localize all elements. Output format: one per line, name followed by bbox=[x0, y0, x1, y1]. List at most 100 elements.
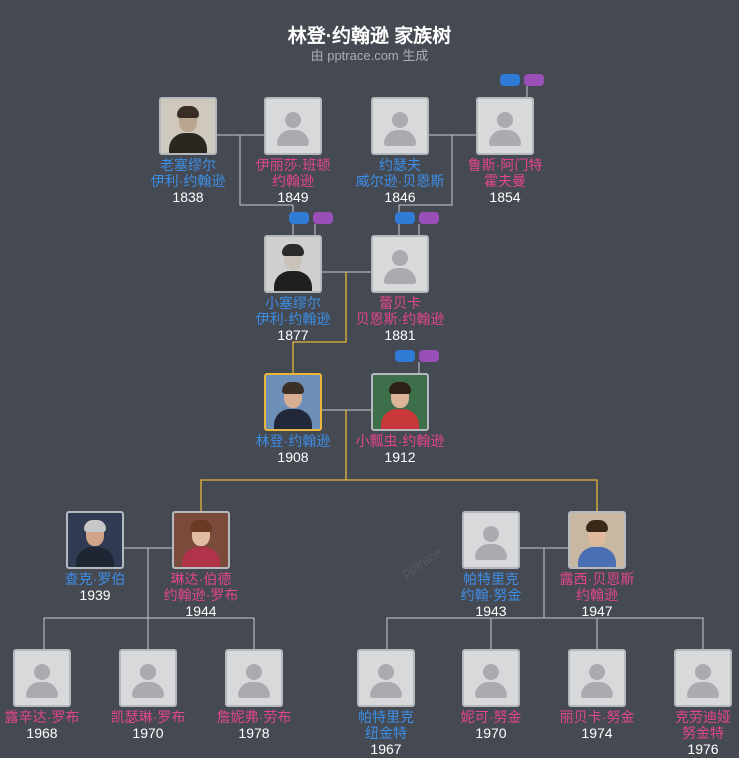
birth-year: 1976 bbox=[687, 741, 719, 757]
person-name[interactable]: 凯瑟琳·罗布 bbox=[110, 709, 186, 725]
person-name[interactable]: 琳达·伯德 bbox=[170, 571, 232, 587]
placeholder-avatar-icon[interactable] bbox=[264, 97, 322, 155]
person-name[interactable]: 约翰·努金 bbox=[460, 587, 522, 603]
children-line-robb bbox=[43, 548, 255, 650]
expand-paternal-button[interactable] bbox=[500, 74, 520, 86]
person-name[interactable]: 帕特里克 bbox=[463, 571, 519, 587]
expand-paternal-button[interactable] bbox=[395, 212, 415, 224]
portrait-photo[interactable] bbox=[159, 97, 217, 155]
person-name[interactable]: 帕特里克 bbox=[358, 709, 414, 725]
expand-maternal-button[interactable] bbox=[419, 350, 439, 362]
birth-year: 1974 bbox=[581, 725, 613, 741]
placeholder-avatar-icon[interactable] bbox=[568, 649, 626, 707]
expand-paternal-button[interactable] bbox=[289, 212, 309, 224]
person-name[interactable]: 查克·罗伯 bbox=[64, 571, 126, 587]
placeholder-avatar-icon[interactable] bbox=[371, 97, 429, 155]
birth-year: 1912 bbox=[384, 449, 416, 465]
person-name[interactable]: 约翰逊 bbox=[576, 587, 618, 603]
person-name[interactable]: 约瑟夫 bbox=[379, 157, 421, 173]
branch-toggle-group[interactable] bbox=[395, 350, 439, 362]
expand-paternal-button[interactable] bbox=[395, 350, 415, 362]
birth-year: 1854 bbox=[489, 189, 521, 205]
portrait-photo[interactable] bbox=[264, 235, 322, 293]
placeholder-avatar-icon[interactable] bbox=[476, 97, 534, 155]
page-title: 林登·约翰逊 家族树 bbox=[287, 26, 452, 47]
person-name[interactable]: 伊利·约翰逊 bbox=[150, 173, 226, 189]
portrait-photo[interactable] bbox=[371, 373, 429, 431]
portrait-photo[interactable] bbox=[264, 373, 322, 431]
person-name[interactable]: 丽贝卡·努金 bbox=[559, 709, 635, 725]
birth-year: 1967 bbox=[370, 741, 402, 757]
person-name[interactable]: 詹妮弗·劳布 bbox=[216, 709, 292, 725]
placeholder-avatar-icon[interactable] bbox=[357, 649, 415, 707]
portrait-photo[interactable] bbox=[66, 511, 124, 569]
person-name[interactable]: 努金特 bbox=[682, 725, 724, 741]
birth-year: 1943 bbox=[475, 603, 507, 619]
placeholder-avatar-icon[interactable] bbox=[462, 649, 520, 707]
person-name[interactable]: 蕾贝卡 bbox=[379, 295, 421, 311]
person-name[interactable]: 克劳迪娅 bbox=[675, 709, 731, 725]
birth-year: 1908 bbox=[277, 449, 309, 465]
person-name[interactable]: 鲁斯·阿门特 bbox=[467, 157, 543, 173]
placeholder-avatar-icon[interactable] bbox=[225, 649, 283, 707]
person-name[interactable]: 贝恩斯·约翰逊 bbox=[355, 311, 445, 327]
children-line-nugent bbox=[386, 548, 704, 650]
person-name[interactable]: 伊利·约翰逊 bbox=[255, 311, 331, 327]
placeholder-avatar-icon[interactable] bbox=[13, 649, 71, 707]
birth-year: 1846 bbox=[384, 189, 416, 205]
person-name[interactable]: 霍夫曼 bbox=[484, 173, 526, 189]
branch-toggle-group[interactable] bbox=[395, 212, 439, 224]
placeholder-avatar-icon[interactable] bbox=[462, 511, 520, 569]
page-subtitle: 由 pptrace.com 生成 bbox=[310, 48, 429, 63]
person-name[interactable]: 纽金特 bbox=[365, 725, 407, 741]
birth-year: 1968 bbox=[26, 725, 58, 741]
person-name[interactable]: 约翰逊 bbox=[272, 173, 314, 189]
placeholder-avatar-icon[interactable] bbox=[371, 235, 429, 293]
branch-toggle-group[interactable] bbox=[500, 74, 544, 86]
birth-year: 1944 bbox=[185, 603, 217, 619]
person-name[interactable]: 妮可·努金 bbox=[460, 709, 522, 725]
birth-year: 1939 bbox=[79, 587, 111, 603]
expand-maternal-button[interactable] bbox=[313, 212, 333, 224]
branch-toggle-group[interactable] bbox=[289, 212, 333, 224]
person-name[interactable]: 威尔逊·贝恩斯 bbox=[355, 173, 445, 189]
placeholder-avatar-icon[interactable] bbox=[119, 649, 177, 707]
birth-year: 1970 bbox=[132, 725, 164, 741]
person-name[interactable]: 老塞缪尔 bbox=[160, 157, 216, 173]
person-name[interactable]: 小塞缪尔 bbox=[265, 295, 321, 311]
placeholder-avatar-icon[interactable] bbox=[674, 649, 732, 707]
birth-year: 1877 bbox=[277, 327, 309, 343]
portrait-photo[interactable] bbox=[172, 511, 230, 569]
person-name[interactable]: 林登·约翰逊 bbox=[255, 433, 331, 449]
person-name[interactable]: 露西·贝恩斯 bbox=[559, 571, 635, 587]
person-name[interactable]: 露辛达·罗布 bbox=[4, 709, 80, 725]
focus-line-gen3-to-gen4 bbox=[200, 410, 598, 512]
expand-maternal-button[interactable] bbox=[524, 74, 544, 86]
person-name[interactable]: 小瓢虫·约翰逊 bbox=[355, 433, 445, 449]
expand-maternal-button[interactable] bbox=[419, 212, 439, 224]
person-name[interactable]: 约翰逊·罗布 bbox=[163, 587, 239, 603]
birth-year: 1978 bbox=[238, 725, 270, 741]
person-name[interactable]: 伊丽莎·班顿 bbox=[255, 157, 331, 173]
portrait-photo[interactable] bbox=[568, 511, 626, 569]
